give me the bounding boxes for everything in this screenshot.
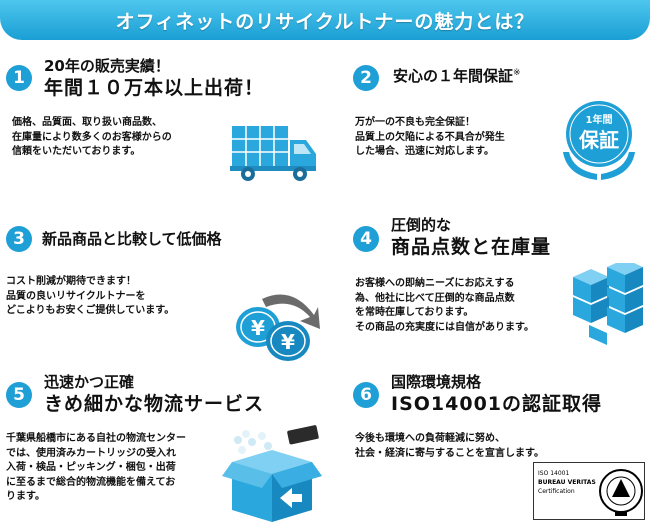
- feature-panel-stock: 4 圧倒的な 商品点数と在庫量 お客様への即納ニーズにお応えする 為、他社に比べ…: [325, 213, 650, 376]
- panel-title: 圧倒的な: [391, 216, 452, 234]
- iso-certificate-mark: ISO 14001 BUREAU VERITAS Certification: [533, 462, 645, 520]
- desc-line: 価格、品質面、取り扱い商品数、: [12, 117, 162, 128]
- number-badge: 3: [6, 226, 32, 252]
- number-badge: 6: [353, 382, 379, 408]
- panel-subtitle: 年間１０万本以上出荷！: [44, 77, 265, 99]
- panel-description: 価格、品質面、取り扱い商品数、 在庫量により数多くのお客様からの 信頼をいただい…: [12, 116, 172, 160]
- desc-line: 品質上の欠陥による不具合が発生: [355, 131, 505, 143]
- feature-panel-logistics: 5 迅速かつ正確 きめ細かな物流サービス 千葉県船橋市にある自社の物流センター …: [0, 370, 325, 530]
- desc-line: コスト削減が期待できます！: [6, 276, 136, 287]
- stacked-boxes-icon: [573, 263, 643, 345]
- desc-line: ります。: [6, 491, 45, 502]
- yen-coins-icon: ¥ ¥: [236, 294, 320, 361]
- number-badge: 5: [6, 382, 32, 408]
- cert-line: ISO 14001: [538, 470, 570, 477]
- desc-line: 入荷・検品・ピッキング・梱包・出荷: [6, 462, 176, 473]
- panel-description: 千葉県船橋市にある自社の物流センター では、使用済みカートリッジの受入れ 入荷・…: [6, 432, 186, 505]
- panel-description: 万が一の不良も完全保証！ 品質上の欠陥による不具合が発生 した場合、迅速に対応し…: [355, 116, 505, 160]
- guarantee-badge-icon: 1年間 保証: [563, 101, 635, 180]
- panel-subtitle: 商品点数と在庫量: [391, 236, 552, 258]
- desc-line: 品質の良いリサイクルトナーを: [6, 290, 146, 302]
- number-badge: 4: [353, 226, 379, 252]
- desc-line: 万が一の不良も完全保証！: [355, 117, 475, 128]
- panel-title: 新品商品と比較して低価格: [42, 230, 222, 248]
- panel-title: 安心の１年間保証※: [393, 67, 521, 85]
- panel-subtitle: きめ細かな物流サービス: [44, 393, 265, 415]
- feature-panel-guarantee: 2 安心の１年間保証※ 万が一の不良も完全保証！ 品質上の欠陥による不具合が発生…: [325, 50, 650, 213]
- feature-panel-iso: 6 国際環境規格 ISO14001の認証取得 今後も環境への負荷軽減に努め、 社…: [325, 370, 650, 530]
- number-badge: 1: [6, 65, 32, 91]
- panel-description: お客様への即納ニーズにお応えする 為、他社に比べて圧倒的な商品点数 を常時在庫し…: [355, 277, 534, 335]
- panel-subtitle: ISO14001の認証取得: [391, 393, 603, 415]
- desc-line: 信頼をいただいております。: [12, 146, 141, 157]
- desc-line: 在庫量により数多くのお客様からの: [12, 131, 172, 143]
- desc-line: した場合、迅速に対応します。: [355, 146, 494, 157]
- badge-main-text: 保証: [578, 128, 619, 152]
- delivery-truck-icon: [230, 126, 316, 181]
- desc-line: 為、他社に比べて圧倒的な商品点数: [355, 292, 515, 304]
- desc-line: を常時在庫しております。: [355, 307, 474, 318]
- cert-line: Certification: [538, 488, 575, 495]
- feature-panel-sales-record: 1 20年の販売実績！ 年間１０万本以上出荷！ 価格、品質面、取り扱い商品数、 …: [0, 50, 325, 213]
- cert-text: ISO 14001 BUREAU VERITAS Certification: [538, 469, 596, 496]
- panel-description: 今後も環境への負荷軽減に努め、 社会・経済に寄与することを宣言します。: [355, 432, 544, 461]
- number-badge: 2: [353, 65, 379, 91]
- desc-line: どこよりもお安くご提供しています。: [6, 305, 175, 316]
- coin-symbol: ¥: [281, 330, 295, 354]
- packing-box-icon: [222, 425, 322, 522]
- panel-title: 国際環境規格: [391, 373, 482, 391]
- panel-title: 20年の販売実績！: [44, 57, 170, 75]
- page-banner: オフィネットのリサイクルトナーの魅力とは？: [0, 0, 650, 40]
- cert-line: BUREAU VERITAS: [538, 479, 596, 486]
- desc-line: その商品の充実度には自信があります。: [355, 321, 534, 333]
- bureau-veritas-seal-icon: [599, 469, 643, 516]
- panel-description: コスト削減が期待できます！ 品質の良いリサイクルトナーを どこよりもお安くご提供…: [6, 275, 174, 319]
- desc-line: では、使用済みカートリッジの受入れ: [6, 447, 176, 459]
- footnote-mark: ※: [513, 68, 521, 78]
- desc-line: お客様への即納ニーズにお応えする: [355, 278, 515, 289]
- desc-line: 社会・経済に寄与することを宣言します。: [355, 447, 544, 459]
- coin-symbol: ¥: [251, 316, 265, 340]
- title-text: 安心の１年間保証: [393, 67, 514, 85]
- desc-line: 千葉県船橋市にある自社の物流センター: [6, 433, 186, 444]
- badge-top-text: 1年間: [586, 113, 613, 126]
- desc-line: 今後も環境への負荷軽減に努め、: [355, 433, 505, 444]
- desc-line: に至るまで総合的物流機能を備えてお: [6, 476, 176, 488]
- feature-panel-low-price: 3 新品商品と比較して低価格 コスト削減が期待できます！ 品質の良いリサイクルト…: [0, 213, 325, 376]
- panel-title: 迅速かつ正確: [44, 373, 135, 391]
- banner-title: オフィネットのリサイクルトナーの魅力とは？: [115, 10, 535, 33]
